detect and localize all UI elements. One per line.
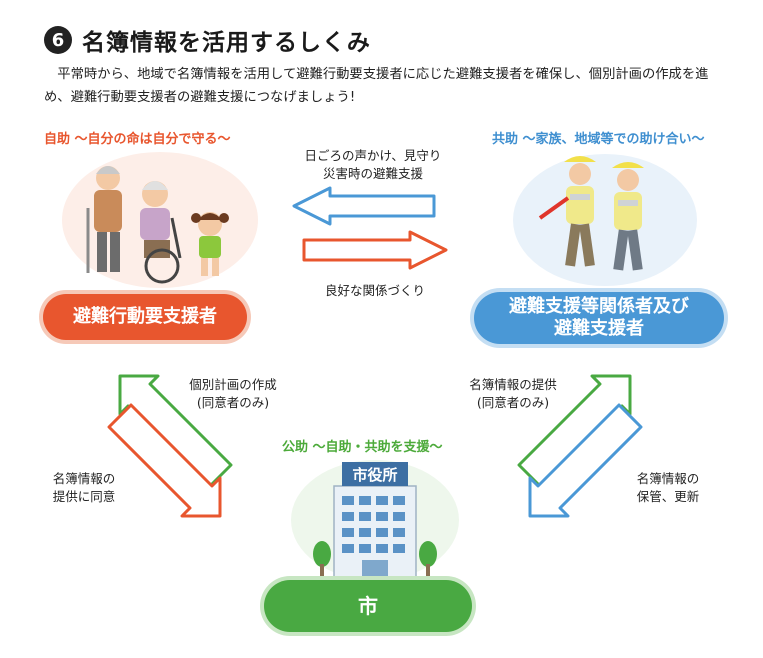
page-title: 6 名簿情報を活用するしくみ <box>44 22 371 58</box>
supporters-pill-line1: 避難支援等関係者及び <box>509 296 689 317</box>
list-storage-arrow-blue <box>528 403 643 518</box>
left-arrow-blue <box>292 186 436 226</box>
intro-paragraph: 平常時から、地域で名簿情報を活用して避難行動要支援者に応じた避難支援者を確保し、… <box>44 67 709 105</box>
daily-support-label: 日ごろの声かけ、見守り 災害時の避難支援 <box>288 147 458 183</box>
daily-support-line1: 日ごろの声かけ、見守り <box>304 148 442 163</box>
list-provision-label: 名簿情報の提供 (同意者のみ) <box>458 376 568 412</box>
list-storage-label: 名簿情報の 保管、更新 <box>620 470 716 506</box>
tree-right <box>419 541 437 578</box>
support-recipient-pill: 避難行動要支援者 <box>43 294 247 340</box>
wheelchair-woman-figure <box>140 181 182 284</box>
right-diagonal-arrows <box>517 374 643 518</box>
consent-arrow-orange <box>107 403 222 518</box>
public-help-label: 公助 〜自助・共助を支援〜 <box>282 440 443 455</box>
self-help-label: 自助 〜自分の命は自分で守る〜 <box>44 132 231 147</box>
list-storage-line1: 名簿情報の <box>636 471 700 486</box>
city-hall-sign-text: 市役所 <box>352 465 398 484</box>
elderly-man-figure <box>86 166 122 273</box>
volunteer-figure-1 <box>538 156 596 267</box>
consent-line2: 提供に同意 <box>52 489 116 504</box>
supporters-pill: 避難支援等関係者及び 避難支援者 <box>474 292 724 344</box>
individual-plan-line1: 個別計画の作成 <box>189 377 277 392</box>
mutual-help-illustration <box>513 154 697 286</box>
left-diagonal-arrows <box>107 374 233 518</box>
relationship-label: 良好な関係づくり <box>324 283 425 298</box>
right-arrow-orange <box>302 230 448 270</box>
list-storage-line2: 保管、更新 <box>636 489 700 504</box>
individual-plan-line2: (同意者のみ) <box>196 395 270 410</box>
supporters-pill-line2: 避難支援者 <box>554 318 644 339</box>
volunteer-figure-2 <box>612 162 644 271</box>
daily-support-line2: 災害時の避難支援 <box>322 166 423 181</box>
child-figure <box>191 212 229 276</box>
mutual-help-label: 共助 〜家族、地域等での助け合い〜 <box>492 132 705 147</box>
section-number-badge: 6 <box>44 26 72 54</box>
individual-plan-label: 個別計画の作成 (同意者のみ) <box>178 376 288 412</box>
tree-left <box>313 541 331 578</box>
city-pill: 市 <box>264 580 472 632</box>
list-provision-line1: 名簿情報の提供 <box>469 377 557 392</box>
consent-label: 名簿情報の 提供に同意 <box>36 470 132 506</box>
consent-line1: 名簿情報の <box>52 471 116 486</box>
city-hall-illustration <box>291 460 459 580</box>
building-windows <box>342 496 405 553</box>
list-provision-line2: (同意者のみ) <box>476 395 550 410</box>
building-door <box>362 560 388 578</box>
building-sign <box>342 462 408 486</box>
title-text: 名簿情報を活用するしくみ <box>82 30 371 56</box>
self-help-illustration <box>62 152 258 288</box>
